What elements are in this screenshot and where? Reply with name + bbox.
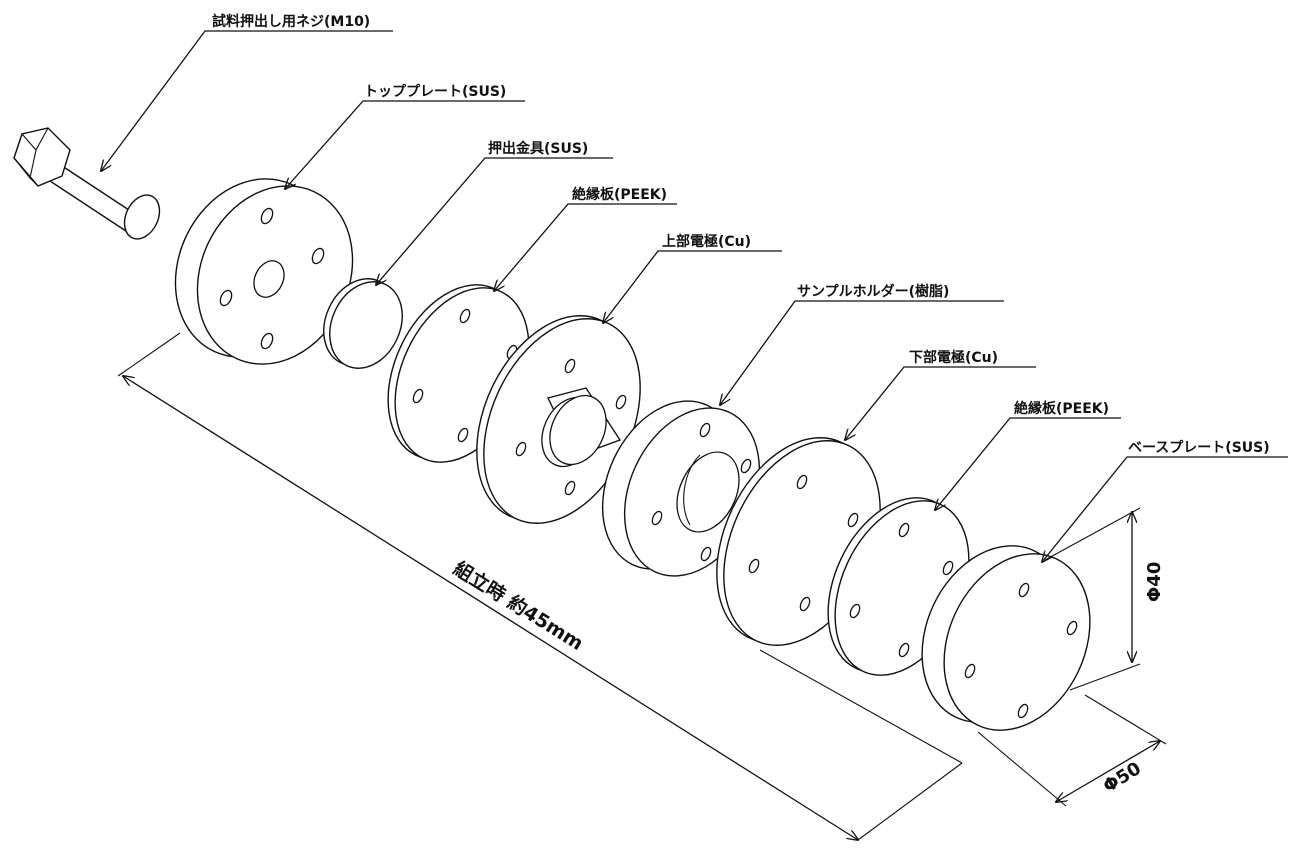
- dimension-assembled-length-label: 組立時 約45mm: [449, 557, 587, 655]
- label-insulator-top: 絶縁板(PEEK): [572, 186, 667, 203]
- label-lower-electrode: 下部電極(Cu): [909, 349, 998, 366]
- label-top-plate: トッププレート(SUS): [364, 84, 506, 100]
- screw: [13, 127, 161, 240]
- dimension-inner-diameter-label: Φ40: [1144, 562, 1165, 602]
- dimension-outer-diameter: [977, 694, 1167, 807]
- dimension-inner-diameter: [1044, 507, 1141, 691]
- leader-lines: [101, 30, 1288, 562]
- dimension-assembled-length: [117, 332, 963, 840]
- pusher-disc: [323, 278, 403, 369]
- label-screw: 試料押出し用ネジ(M10): [212, 13, 370, 30]
- base-plate: [921, 545, 1091, 731]
- label-upper-electrode: 上部電極(Cu): [662, 233, 751, 250]
- label-pusher: 押出金具(SUS): [488, 140, 588, 157]
- label-insulator-bottom: 絶縁板(PEEK): [1014, 400, 1109, 417]
- label-base-plate: ベースプレート(SUS): [1128, 440, 1270, 456]
- label-sample-holder: サンプルホルダー(樹脂): [797, 283, 949, 300]
